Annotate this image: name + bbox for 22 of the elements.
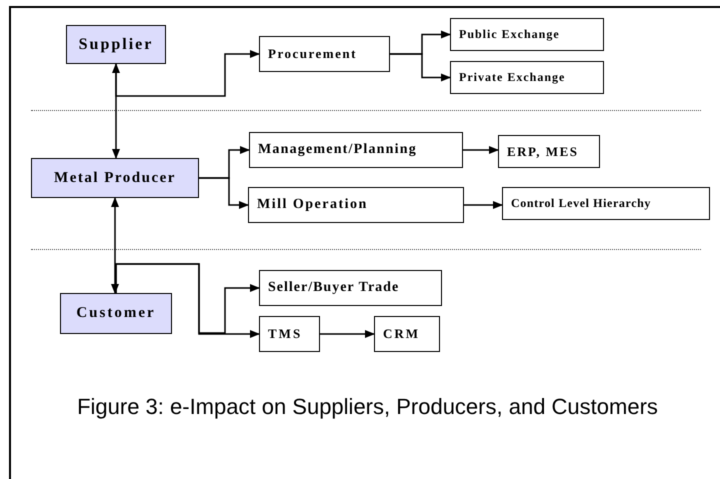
arrow xyxy=(464,201,503,209)
process-box: ERP, MES xyxy=(498,135,600,168)
arrow xyxy=(115,50,260,97)
process-box: Mill Operation xyxy=(248,187,464,223)
supplier-box: Supplier xyxy=(66,25,166,64)
process-box: Management/Planning xyxy=(249,132,463,168)
process-box: Public Exchange xyxy=(450,18,604,51)
arrow xyxy=(390,53,451,82)
arrow xyxy=(463,146,499,154)
arrow xyxy=(111,197,119,294)
producer-box: Metal Producer xyxy=(31,158,199,198)
process-box: CRM xyxy=(374,316,440,352)
process-box: TMS xyxy=(259,316,320,352)
figure-caption: Figure 3: e-Impact on Suppliers, Producers, and Customers xyxy=(76,393,659,421)
arrow xyxy=(112,63,120,159)
process-box: Control Level Hierarchy xyxy=(502,187,710,220)
process-box: Procurement xyxy=(259,36,390,72)
process-box: Seller/Buyer Trade xyxy=(259,270,442,306)
arrow xyxy=(199,177,249,209)
customer-box: Customer xyxy=(60,293,172,334)
process-box: Private Exchange xyxy=(450,61,604,94)
arrow xyxy=(320,330,375,338)
